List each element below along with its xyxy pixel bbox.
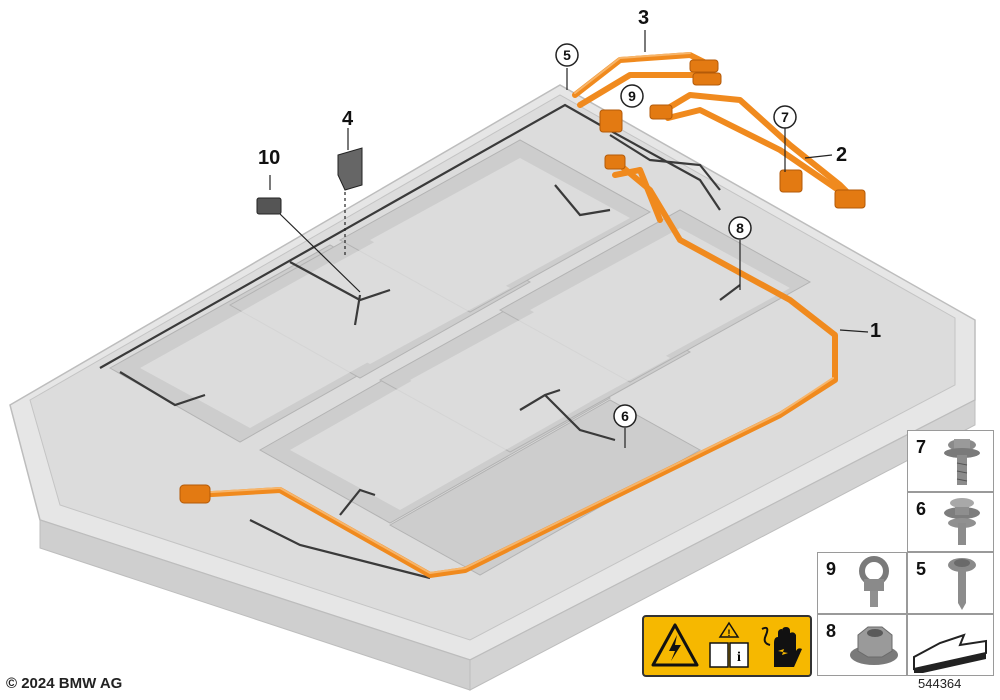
legend-cell-7: 7 [907,430,994,492]
screw-icon [944,498,980,545]
leader-lines [269,30,869,448]
part-10-connector [256,197,282,215]
part-4-bracket [337,147,363,191]
legend-num-8: 8 [826,621,837,641]
legend-num-7: 7 [916,437,927,457]
svg-text:!: ! [728,628,731,638]
ring-terminal-icon [859,556,889,607]
callout-10: 10 [258,147,280,169]
module-highlights [140,158,790,510]
protective-glove-icon [761,626,802,667]
callout-5-circle: 5 [555,43,579,67]
warning-label: ! i [642,615,812,677]
callout-6-circle: 6 [613,404,637,428]
legend-cell-9: 9 [817,552,907,614]
callout-3: 3 [638,7,649,29]
part-number: 544364 [918,676,962,691]
legend-cell-6: 6 [907,492,994,552]
callout-6: 6 [621,408,629,424]
legend-num-6: 6 [916,499,927,519]
bolt-icon [944,439,980,485]
callout-1: 1 [870,320,881,342]
callout-7: 7 [781,109,789,125]
callout-8: 8 [736,220,744,236]
manual-info-icon: ! i [709,621,749,668]
callout-4: 4 [342,108,354,130]
arrow-icon [913,633,987,673]
callout-5: 5 [563,47,571,63]
legend-cell-arrow [907,614,994,676]
hv-connectors [179,59,866,504]
cable-highlights [194,52,834,575]
legend-num-9: 9 [826,559,837,579]
high-voltage-cables [192,52,863,578]
legend-cell-5: 5 [907,552,994,614]
svg-text:i: i [737,650,741,665]
legend-num-5: 5 [916,559,927,579]
high-voltage-warning-icon [651,623,699,667]
callout-2: 2 [836,144,847,166]
copyright-text: © 2024 BMW AG [6,675,123,692]
callout-9: 9 [628,88,636,104]
legend-cell-8: 8 [817,614,907,676]
flange-nut-icon [850,626,898,665]
callout-8-circle: 8 [728,216,752,240]
callout-9-circle: 9 [620,84,644,108]
screw-icon [948,558,976,610]
callout-7-circle: 7 [773,105,797,129]
